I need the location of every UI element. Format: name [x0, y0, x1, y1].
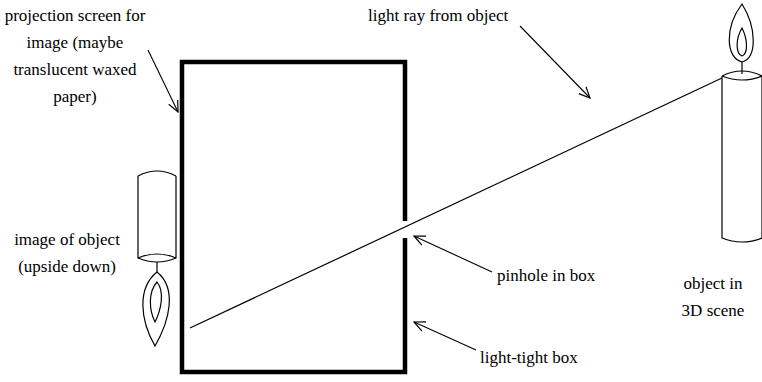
- light-ray: [190, 78, 722, 328]
- leader-arrows: [148, 26, 590, 350]
- label-text: image of object (upside down): [14, 230, 120, 276]
- label-text: light ray from object: [368, 6, 508, 25]
- label-text: pinhole in box: [497, 266, 595, 285]
- label-text: object in 3D scene: [682, 274, 745, 320]
- label-text: projection screen for image (maybe trans…: [5, 6, 146, 106]
- pinhole-label: pinhole in box: [497, 262, 627, 289]
- ray-label: light ray from object: [368, 2, 558, 29]
- box-label: light-tight box: [480, 344, 620, 371]
- screen-label: projection screen for image (maybe trans…: [0, 2, 150, 110]
- light-tight-box: [182, 62, 405, 372]
- label-text: light-tight box: [480, 348, 578, 367]
- image-candle: [138, 171, 176, 346]
- object-label: object in 3D scene: [672, 270, 754, 324]
- image-label: image of object (upside down): [0, 226, 134, 280]
- object-candle: [722, 4, 762, 242]
